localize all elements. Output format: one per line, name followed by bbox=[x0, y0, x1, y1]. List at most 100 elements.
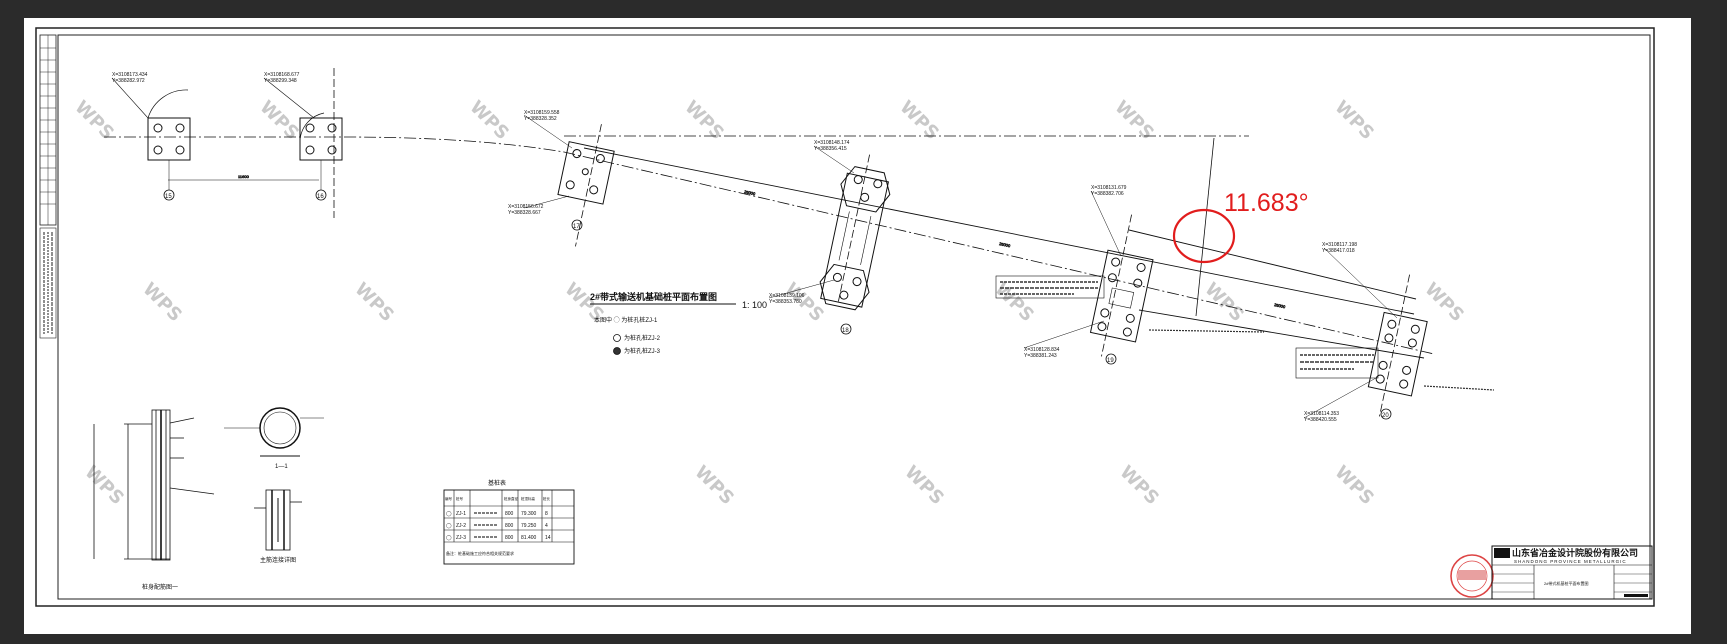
table-cell: 4 bbox=[545, 523, 548, 529]
coordinate-y: Y=388417.018 bbox=[1322, 248, 1355, 254]
foundation-18 bbox=[819, 166, 891, 311]
table-cell: 800 bbox=[505, 523, 514, 529]
coordinate-y: Y=388353.780 bbox=[769, 299, 802, 305]
section-label: 1—1 bbox=[275, 464, 288, 470]
coordinate-y: Y=388299.348 bbox=[264, 78, 297, 84]
watermark-text: WPS bbox=[1115, 462, 1162, 509]
axis-label: 15 bbox=[165, 194, 172, 200]
legend-item: 本图中 ◯ 为桩孔桩ZJ-1 bbox=[594, 316, 658, 324]
coordinate-y: Y=388356.415 bbox=[814, 146, 847, 152]
watermark-text: WPS bbox=[680, 97, 727, 144]
inner-border bbox=[57, 34, 1651, 600]
coordinate-x: X=3108114.353 bbox=[1304, 411, 1339, 417]
dimension-lines: 11600 26000 26000 26000 bbox=[168, 174, 1287, 310]
table-cell: ZJ-3 bbox=[456, 535, 466, 541]
foundation-19 bbox=[1089, 249, 1154, 343]
coordinate-y: Y=388328.352 bbox=[524, 116, 557, 122]
table-cell: 800 bbox=[505, 511, 514, 517]
foundation-17 bbox=[557, 141, 615, 205]
table-cell: 79.250 bbox=[521, 523, 537, 529]
company-seal bbox=[1450, 554, 1494, 598]
axis-label: 17 bbox=[573, 224, 580, 230]
coordinate-x: X=3108131.679 bbox=[1091, 185, 1127, 191]
coordinate-x: X=3108159.558 bbox=[524, 110, 560, 116]
table-header: 桩长 bbox=[543, 496, 551, 501]
watermark-text: WPS bbox=[1330, 462, 1377, 509]
coordinate-y: Y=388328.667 bbox=[508, 210, 541, 216]
table-cell: ◯ bbox=[446, 523, 452, 529]
plan-title: 2#带式输送机基础桩平面布置图 bbox=[590, 291, 717, 302]
company-name-en: SHANDONG PROVINCE METALLURGIC bbox=[1514, 559, 1627, 564]
table-header: 桩身直径 bbox=[504, 496, 518, 501]
table-cell: ZJ-2 bbox=[456, 523, 466, 529]
table-header: 编号 bbox=[445, 496, 453, 501]
watermark-text: WPS bbox=[1330, 97, 1377, 144]
note-box bbox=[1295, 347, 1379, 379]
foundation-20 bbox=[1367, 311, 1428, 397]
center-lines bbox=[104, 68, 1435, 417]
table-cell: ◯ bbox=[446, 511, 452, 517]
table-note: 备注：桩基础施工应符合相关规范要求 bbox=[446, 550, 514, 556]
plan-title-group: 2#带式输送机基础桩平面布置图 1: 100 本图中 ◯ 为桩孔桩ZJ-1 为桩… bbox=[590, 291, 767, 355]
outer-border bbox=[35, 27, 1655, 607]
legend-item: 为桩孔桩ZJ-2 bbox=[624, 334, 661, 342]
dimension-text: 26000 bbox=[1274, 302, 1287, 309]
coordinate-x: X=3108128.834 bbox=[1024, 347, 1060, 353]
coordinate-x: X=3108117.198 bbox=[1322, 242, 1357, 248]
watermark-text: WPS bbox=[895, 97, 942, 144]
table-cell: 14 bbox=[545, 535, 551, 541]
coordinate-y: Y=388282.972 bbox=[112, 78, 145, 84]
watermark-text: WPS bbox=[1200, 279, 1247, 326]
pile-table: 基桩表 编号 桩号 桩身直径 桩顶标高 桩长 ◯ ZJ-1 bbox=[443, 479, 575, 565]
coordinate-x: X=3108173.434 bbox=[112, 72, 148, 78]
plan-scale: 1: 100 bbox=[742, 300, 767, 310]
pile-detail bbox=[93, 409, 215, 561]
table-title: 基桩表 bbox=[488, 479, 506, 487]
coordinate-y: Y=388381.243 bbox=[1024, 353, 1057, 359]
axis-bubble bbox=[840, 323, 852, 335]
coordinate-x: X=3108156.672 bbox=[508, 204, 544, 210]
dimension-text: 26000 bbox=[999, 241, 1012, 248]
watermark-text: WPS bbox=[690, 462, 737, 509]
table-cell: 79.300 bbox=[521, 511, 537, 517]
watermark-text: WPS bbox=[900, 462, 947, 509]
coordinate-y: Y=388420.555 bbox=[1304, 417, 1337, 423]
company-name: 山东省冶金设计院股份有限公司 bbox=[1512, 547, 1638, 558]
joint-detail bbox=[254, 489, 302, 551]
watermark-text: WPS bbox=[350, 279, 397, 326]
detail-caption: 桩身配筋图一 bbox=[142, 583, 178, 591]
angle-annotation: 11.683° bbox=[1224, 189, 1309, 217]
watermark-text: WPS bbox=[465, 97, 512, 144]
foundation-16 bbox=[263, 77, 343, 201]
watermark-text: WPS bbox=[1420, 279, 1467, 326]
axis-label: 20 bbox=[1382, 413, 1389, 419]
legend-item: 为桩孔桩ZJ-3 bbox=[624, 347, 661, 355]
axis-label: 19 bbox=[1107, 358, 1114, 364]
table-header: 桩号 bbox=[456, 496, 464, 501]
watermark-text: WPS bbox=[138, 279, 185, 326]
table-cell: 800 bbox=[505, 535, 514, 541]
axis-bubble bbox=[1380, 408, 1392, 420]
section-detail bbox=[224, 407, 324, 457]
table-cell: ◯ bbox=[446, 535, 452, 541]
cad-drawing: WPS WPS WPS WPS WPS WPS WPS WPS WPS WPS … bbox=[35, 27, 1655, 607]
detail-caption: 主筋连接详图 bbox=[260, 556, 296, 564]
axis-bubble bbox=[571, 219, 583, 231]
table-cell: 81.400 bbox=[521, 535, 537, 541]
angle-highlight-circle bbox=[1172, 208, 1236, 264]
table-cell: 8 bbox=[545, 511, 548, 517]
left-revision-strip bbox=[39, 34, 57, 339]
table-header: 桩顶标高 bbox=[521, 496, 535, 501]
watermark-text: WPS bbox=[80, 462, 127, 509]
drawing-sheet: WPS WPS WPS WPS WPS WPS WPS WPS WPS WPS … bbox=[24, 18, 1691, 634]
drawing-name: 2#带式机基桩平面布置图 bbox=[1544, 580, 1588, 586]
coordinate-x: X=3108139.106 bbox=[769, 293, 805, 299]
watermark-text: WPS bbox=[990, 279, 1037, 326]
coordinate-x: X=3108168.677 bbox=[264, 72, 300, 78]
axis-label: 16 bbox=[317, 194, 324, 200]
note-box bbox=[995, 275, 1105, 299]
dimension-text: 11600 bbox=[238, 174, 250, 179]
coordinate-x: X=3108148.174 bbox=[814, 140, 850, 146]
watermark-text: WPS bbox=[1110, 97, 1157, 144]
